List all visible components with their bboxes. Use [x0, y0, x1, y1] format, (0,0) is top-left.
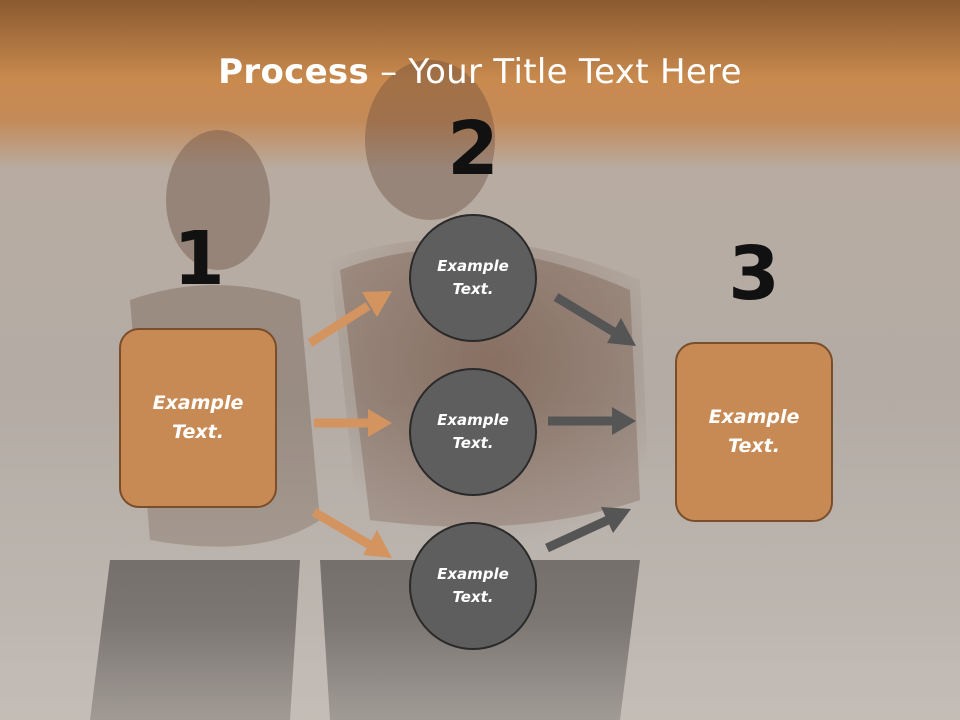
step-number-2: 2 — [447, 106, 499, 192]
process-circle-1-text: Example Text. — [437, 257, 509, 298]
process-circle-3: Example Text. — [409, 522, 537, 650]
step-number-1: 1 — [173, 216, 225, 302]
end-box: Example Text. — [675, 342, 833, 522]
slide-title: Process – Your Title Text Here — [0, 52, 960, 92]
arrow-to-circle-1 — [307, 291, 392, 347]
title-rest: – Your Title Text Here — [369, 52, 742, 92]
man-head — [365, 60, 495, 220]
title-bold: Process — [218, 52, 370, 92]
arrow-to-circle-2 — [314, 409, 392, 437]
start-box-text: Example Text. — [152, 392, 244, 443]
process-circle-2: Example Text. — [409, 368, 537, 496]
woman-head — [166, 130, 270, 270]
arrow-from-circle-2 — [548, 407, 636, 435]
arrow-from-circle-3 — [545, 507, 631, 553]
process-circle-2-text: Example Text. — [437, 411, 509, 452]
start-box: Example Text. — [119, 328, 277, 508]
step-number-3: 3 — [728, 231, 780, 317]
process-circle-3-text: Example Text. — [437, 565, 509, 606]
process-circle-1: Example Text. — [409, 214, 537, 342]
arrow-from-circle-1 — [553, 293, 636, 346]
arrow-to-circle-3 — [311, 508, 392, 558]
end-box-text: Example Text. — [708, 406, 800, 457]
